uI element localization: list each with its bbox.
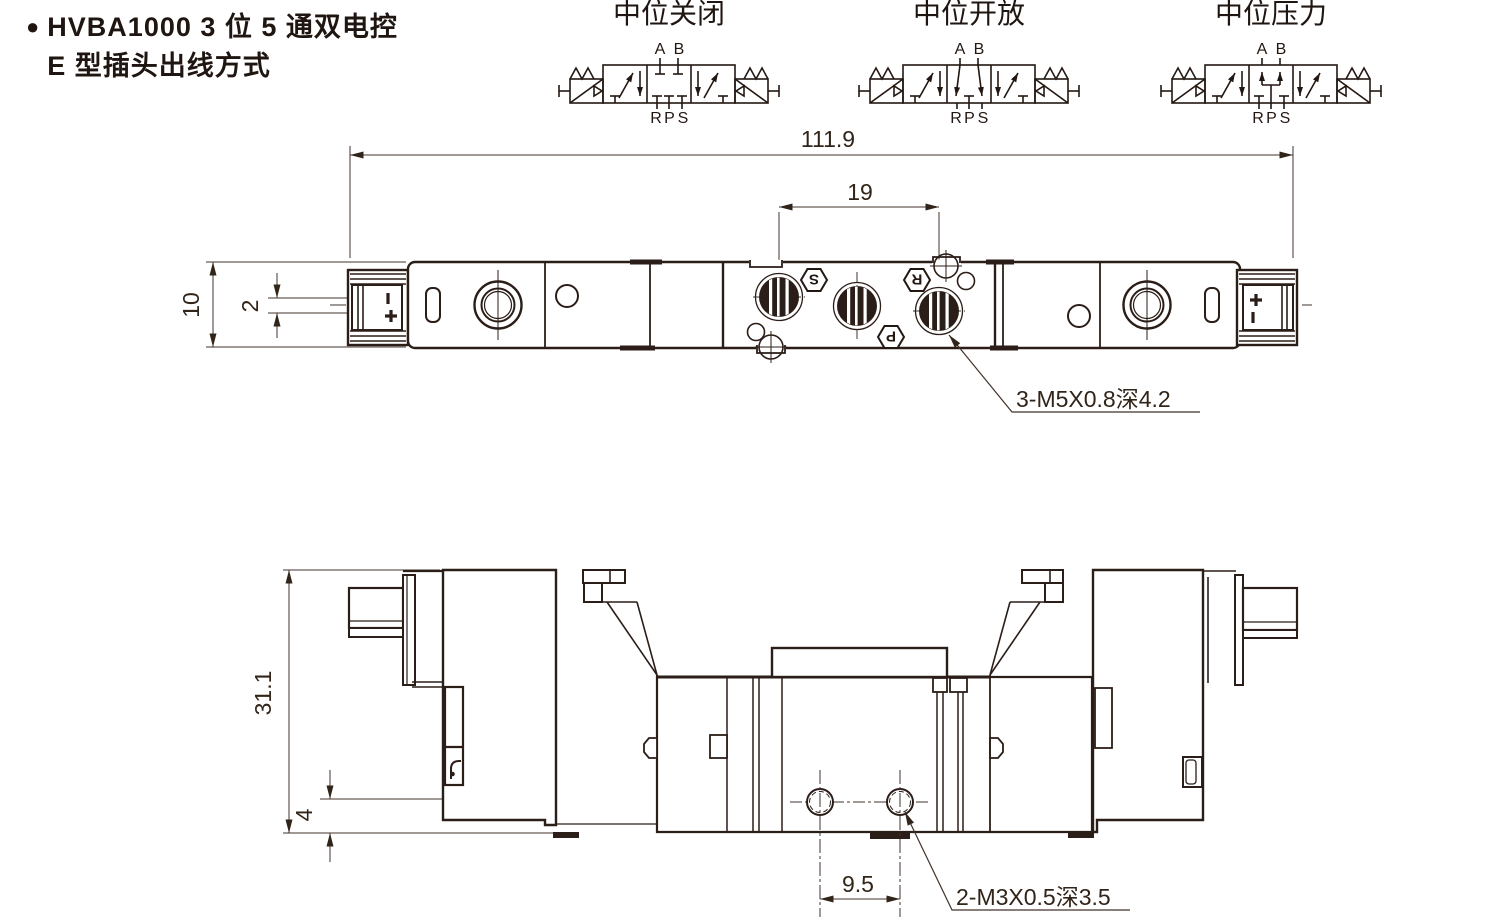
dim-body-width [206,261,406,348]
schematic-title: 中位关闭 [613,0,725,29]
dim-overall-width [349,146,1294,258]
port-label-s: S [678,110,689,127]
port-label-s: S [1280,110,1291,127]
port-label-r: R [950,110,962,127]
solenoid-left-front [403,568,558,827]
solenoid-left-top [425,270,579,340]
port-label-a: A [955,41,966,58]
port-p-label: P [876,325,906,349]
dim-overall-width-value: 111.9 [801,126,855,152]
port-label-p: P [964,110,975,127]
connector-right-front [1234,574,1299,686]
page-title: ● HVBA1000 3 位 5 通双电控 E 型插头出线方式 [26,8,398,86]
schematic-center-closed: 中位关闭 A B R P S [559,0,779,127]
port-s-label: S [799,268,829,292]
svg-text:S: S [809,271,819,288]
feet-pads [553,832,1094,839]
schematic-center-open: 中位开放 A B R P S [859,0,1079,127]
connector-right [1235,268,1299,347]
dim-port-spacing-value: 19 [847,179,873,205]
port-label-s: S [978,110,989,127]
svg-text:P: P [886,328,896,345]
port-label-p: P [664,110,675,127]
connector-left-front [347,574,416,686]
schematic-title: 中位开放 [913,0,1025,29]
port-s-hole [756,274,803,321]
port-p-hole [834,283,881,330]
threaded-ports: S P R [753,268,965,349]
front-view: 31.1 4 [250,568,1299,917]
dim-base-height-value: 4 [291,808,317,821]
title-line1: HVBA1000 3 位 5 通双电控 [47,12,398,42]
dim-base-height [320,770,443,862]
solenoid-right-front [1091,568,1236,834]
seal-tabs [620,259,1018,351]
dim-hole-spacing-value: 9.5 [842,871,874,897]
port-r-hole [916,288,963,335]
schematic-center-pressure: 中位压力 A B R P S [1161,0,1381,127]
annotation-m3: 2-M3X0.5深3.5 [904,811,1130,911]
polarity-mark-icon [1250,294,1262,323]
valve-body-front [347,568,1299,839]
port-label-b: B [1276,41,1287,58]
annotation-m5-text: 3-M5X0.8深4.2 [1016,386,1171,412]
dim-connector-offset [268,273,352,338]
port-label-b: B [974,41,985,58]
clamp-right [989,569,1064,676]
dim-connector-offset-value: 2 [237,300,263,313]
port-label-b: B [674,41,685,58]
clamp-left [582,569,658,676]
solenoid-right-top [1067,270,1220,340]
port-label-r: R [650,110,662,127]
annotation-m3-text: 2-M3X0.5深3.5 [956,884,1111,910]
svg-text:R: R [911,271,922,288]
port-r-label: R [902,268,932,292]
port-label-p: P [1266,110,1277,127]
port-label-r: R [1252,110,1264,127]
port-label-a: A [1257,41,1268,58]
dim-overall-height-value: 31.1 [250,671,276,716]
top-view: 111.9 19 10 [178,126,1312,413]
dim-body-width-value: 10 [178,292,204,318]
title-line2: E 型插头出线方式 [47,51,271,81]
dim-hole-spacing [819,770,901,917]
pilot-holes [746,250,976,363]
annotation-m5: 3-M5X0.8深4.2 [948,334,1200,413]
bullet-icon: ● [26,14,40,39]
port-label-a: A [655,41,666,58]
polarity-mark-icon [385,293,397,322]
valve-body-top [346,250,1299,363]
schematic-title: 中位压力 [1215,0,1327,29]
connector-left [346,268,410,347]
body-section-lines [544,262,1101,348]
